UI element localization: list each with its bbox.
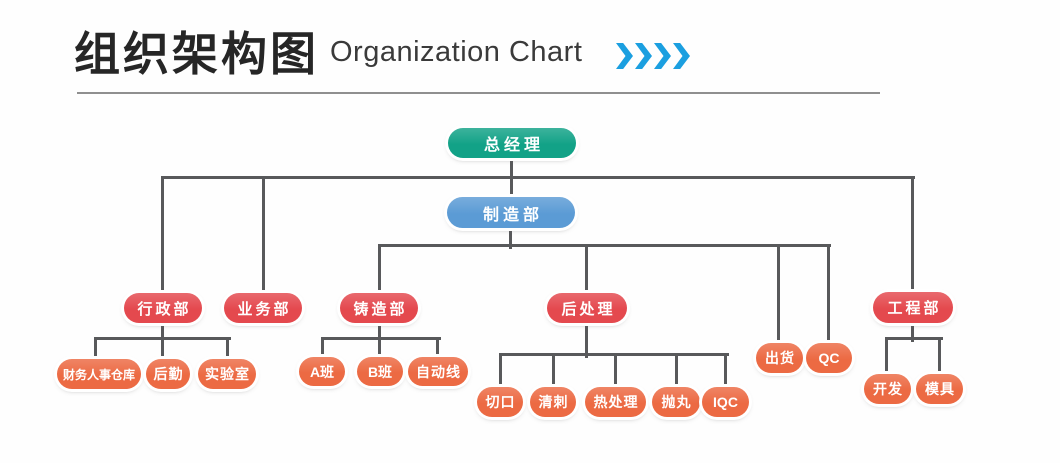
connector-line [509,175,513,201]
node-auto-line: 自动线 [408,357,468,386]
connector-line [509,154,513,181]
connector-line [320,336,441,340]
connector-line [826,243,830,347]
connector-line [551,352,555,391]
connector-line [160,175,164,297]
node-iqc: IQC [702,387,749,417]
node-development: 开发 [864,374,911,404]
connector-line [584,320,588,358]
node-business: 业务部 [224,293,302,323]
node-deburring: 清刺 [530,387,576,417]
connector-line [320,336,324,361]
connector-line [377,320,381,361]
node-mold: 模具 [916,374,963,404]
connector-line [776,243,780,347]
node-heat-treatment: 热处理 [585,387,646,417]
connector-line [584,243,588,297]
chevron-arrows-icon [616,43,690,69]
connector-line [613,352,617,391]
connector-line [160,320,164,363]
connector-line [884,336,888,378]
node-logistics: 后勤 [146,359,190,389]
node-manufacturing: 制造部 [447,197,575,228]
node-shot-blasting: 抛丸 [652,387,700,417]
connector-line [377,243,831,247]
node-finance-hr-warehouse: 财务人事仓库 [57,359,141,389]
connector-line [261,175,265,297]
node-shipping: 出货 [756,343,803,373]
node-laboratory: 实验室 [198,359,256,389]
connector-line [674,352,678,391]
header-divider [77,92,880,94]
chart-header: 组织架构图 Organization Chart [0,0,1060,100]
node-ceo: 总经理 [448,128,576,158]
connector-line [498,352,502,391]
connector-line [377,243,381,297]
connector-line [937,336,941,378]
connector-line [723,352,727,391]
connector-line [910,320,914,342]
node-engineering: 工程部 [873,292,953,323]
node-qc: QC [806,343,852,373]
node-casting: 铸造部 [340,293,418,323]
connector-line [435,336,439,361]
node-cutting: 切口 [477,387,523,417]
page-subtitle: Organization Chart [330,36,583,68]
connector-line [884,336,943,340]
node-class-a: A班 [299,357,345,386]
node-class-b: B班 [357,357,403,386]
connector-line [160,175,915,179]
connector-line [508,225,512,249]
page-title: 组织架构图 [74,27,319,81]
connector-line [93,336,97,363]
connector-line [225,336,229,363]
connector-line [910,175,914,296]
node-post-processing: 后处理 [547,293,627,323]
node-admin: 行政部 [124,293,202,323]
